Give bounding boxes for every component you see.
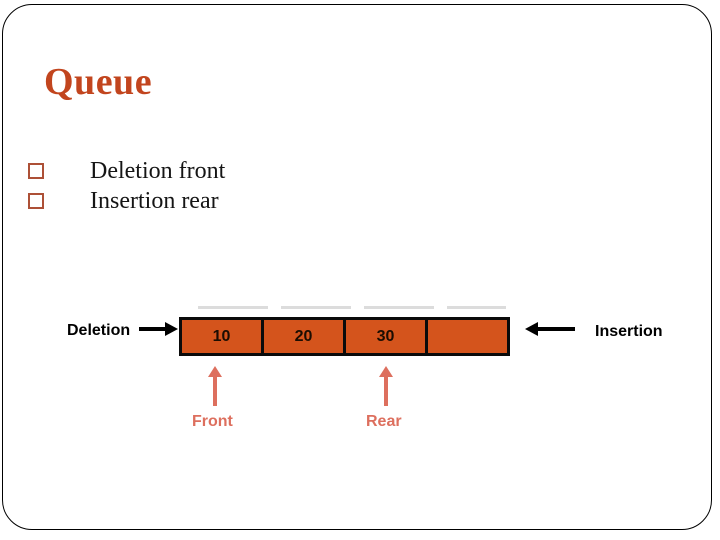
- queue-cell: 20: [261, 320, 343, 353]
- arrow-head-up: [208, 366, 222, 377]
- queue-cell: 10: [182, 320, 261, 353]
- bullet-item: Deletion front: [28, 156, 225, 186]
- front-label: Front: [192, 413, 233, 430]
- bullet-item: Insertion rear: [28, 186, 225, 216]
- square-bullet-icon: [28, 163, 44, 179]
- arrow-shaft: [384, 377, 388, 406]
- arrow-shaft: [213, 377, 217, 406]
- arrow-shaft: [538, 327, 575, 331]
- queue-cell-empty: [425, 320, 507, 353]
- bullet-text: Deletion front: [90, 158, 226, 184]
- bullet-text: Insertion rear: [90, 188, 219, 214]
- arrow-head-up: [379, 366, 393, 377]
- queue-box: 10 20 30: [179, 317, 510, 356]
- queue-top-shadow: [198, 306, 506, 309]
- arrow-head-right: [165, 322, 178, 336]
- rear-label: Rear: [366, 413, 402, 430]
- arrow-head-left: [525, 322, 538, 336]
- queue-cell-value: 30: [376, 327, 395, 345]
- slide-frame: [2, 4, 712, 530]
- queue-cell: 30: [343, 320, 425, 353]
- page-title: Queue: [44, 61, 153, 103]
- arrow-shaft: [139, 327, 167, 331]
- deletion-label: Deletion: [67, 322, 131, 339]
- bullet-list: Deletion front Insertion rear: [28, 156, 225, 216]
- square-bullet-icon: [28, 193, 44, 209]
- queue-cell-value: 20: [294, 327, 313, 345]
- queue-cell-value: 10: [212, 327, 231, 345]
- insertion-label: Insertion: [595, 323, 663, 340]
